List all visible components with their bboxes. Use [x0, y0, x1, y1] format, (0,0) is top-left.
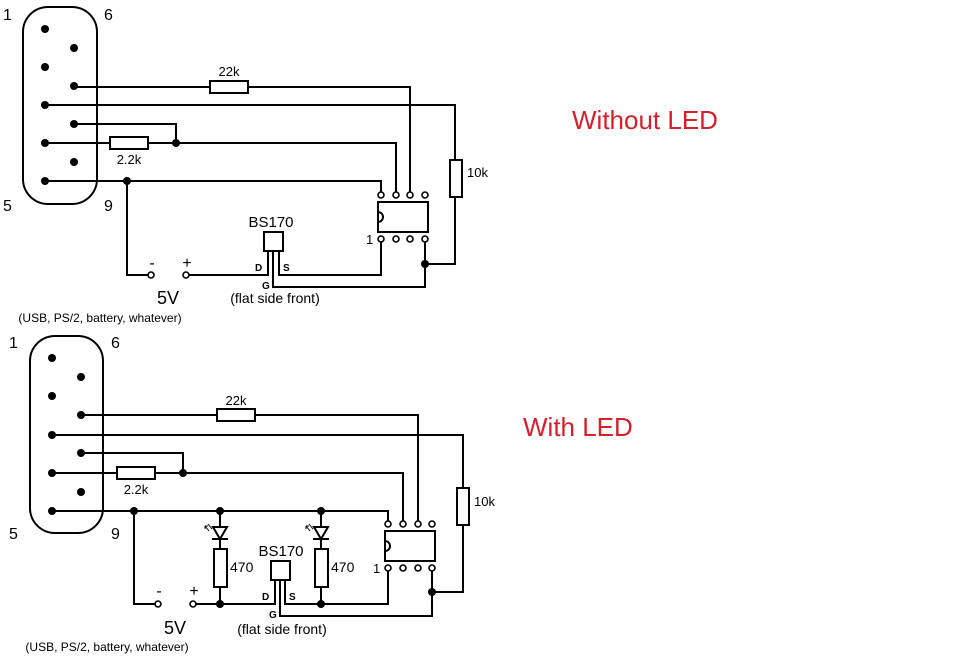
supply-minus-label: -	[149, 255, 154, 272]
supply-plus-label: +	[189, 583, 198, 600]
ic-pin1-label: 1	[366, 232, 373, 247]
pin-label-6: 6	[104, 7, 113, 24]
transistor-label: BS170	[248, 214, 293, 231]
connector-pins	[48, 354, 85, 515]
transistor-bs170	[270, 560, 291, 581]
supply-minus-label: -	[156, 583, 161, 600]
led-2	[305, 523, 330, 541]
supply-note: (USB, PS/2, battery, whatever)	[18, 311, 181, 325]
pin-label-1: 1	[3, 7, 12, 24]
resistor-10k-label: 10k	[467, 165, 488, 180]
drain-label: D	[255, 263, 262, 274]
resistor-470-led1	[213, 548, 228, 588]
orientation-note: (flat side front)	[237, 621, 326, 637]
diagram-title-without-led: Without LED	[572, 105, 718, 135]
source-label: S	[289, 592, 296, 603]
resistor-470-label: 470	[331, 559, 355, 575]
light-emission-icon	[305, 523, 314, 532]
supply-plus-terminal	[182, 271, 190, 279]
supply-note: (USB, PS/2, battery, whatever)	[25, 640, 188, 654]
ic-pin1-label: 1	[373, 561, 380, 576]
gate-label: G	[262, 281, 270, 292]
supply-minus-terminal	[154, 600, 162, 608]
diagram-title-with-led: With LED	[523, 412, 633, 442]
resistor-2-2k-label: 2.2k	[117, 152, 142, 167]
junction-dot	[428, 588, 436, 596]
resistor-2-2k	[109, 136, 149, 150]
orientation-note: (flat side front)	[230, 290, 319, 306]
pin-label-5: 5	[9, 526, 18, 543]
supply-minus-terminal	[147, 271, 155, 279]
resistor-2-2k	[116, 466, 156, 480]
supply-plus-label: +	[182, 255, 191, 272]
resistor-22k	[216, 408, 256, 422]
junction-dot	[216, 507, 224, 515]
resistor-2-2k-label: 2.2k	[124, 482, 149, 497]
resistor-10k	[449, 159, 463, 198]
pin-label-9: 9	[104, 198, 113, 215]
pin-label-1: 1	[9, 335, 18, 352]
supply-plus-terminal	[189, 600, 197, 608]
resistor-10k	[456, 487, 470, 526]
circuit-without-led: 1 6 5 9 22k 2.2k 10k 1 BS170 D S G (flat…	[3, 6, 718, 325]
resistor-470-led2	[314, 548, 329, 588]
resistor-10k-label: 10k	[474, 494, 495, 509]
resistor-22k	[209, 80, 249, 94]
junction-dot	[216, 600, 224, 608]
resistor-22k-label: 22k	[226, 393, 247, 408]
pin-label-9: 9	[111, 526, 120, 543]
junction-dot	[123, 177, 131, 185]
transistor-bs170	[263, 231, 284, 252]
ic-chip	[377, 191, 429, 243]
junction-dot	[317, 507, 325, 515]
transistor-label: BS170	[258, 543, 303, 560]
pin-label-6: 6	[111, 335, 120, 352]
ic-chip	[384, 520, 436, 572]
circuit-with-led: 1 6 5 9 22k 2.2k 10k 470 47	[9, 335, 633, 654]
junction-dot	[421, 260, 429, 268]
drain-label: D	[262, 592, 269, 603]
wires	[45, 86, 456, 288]
source-label: S	[283, 263, 290, 274]
supply-voltage-label: 5V	[157, 288, 179, 308]
junction-dot	[130, 507, 138, 515]
led-1	[204, 523, 229, 541]
supply-voltage-label: 5V	[164, 618, 186, 638]
light-emission-icon	[204, 523, 213, 532]
pin-label-5: 5	[3, 198, 12, 215]
junction-dot	[172, 139, 180, 147]
gate-label: G	[269, 610, 277, 621]
wires	[52, 414, 464, 617]
junction-dot	[317, 600, 325, 608]
resistor-22k-label: 22k	[219, 64, 240, 79]
resistor-470-label: 470	[230, 559, 254, 575]
junction-dot	[179, 469, 187, 477]
